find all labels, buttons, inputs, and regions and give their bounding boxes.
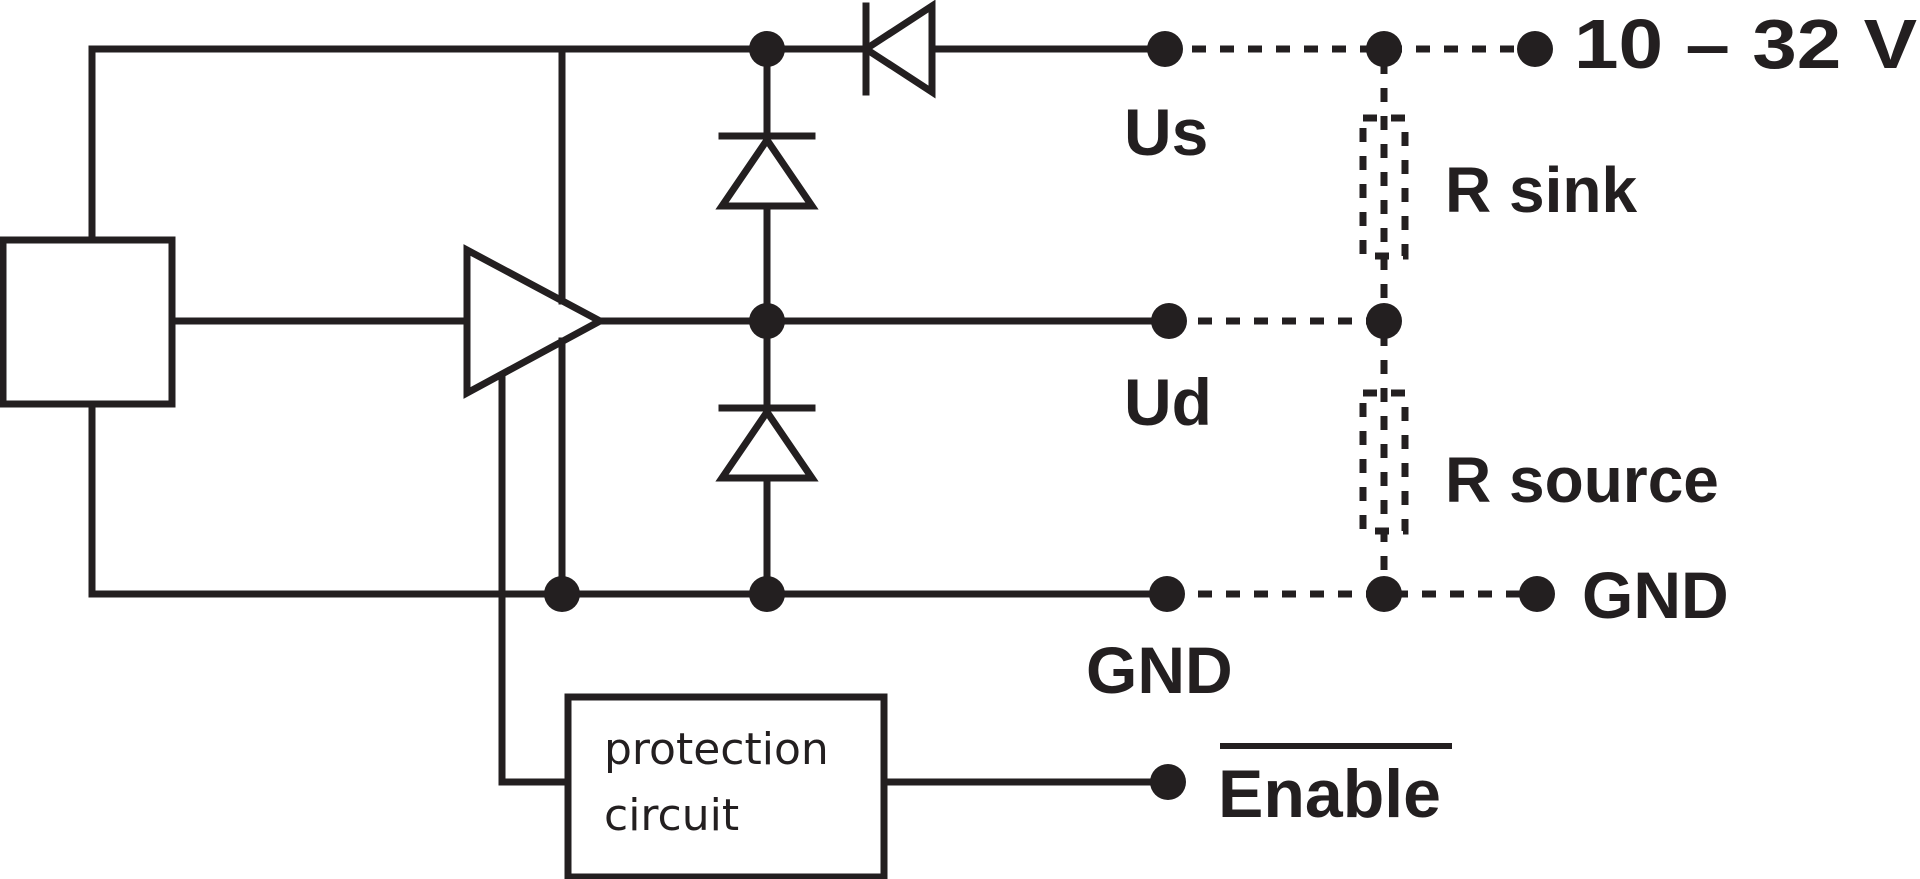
protection-label-line2: circuit	[604, 790, 739, 841]
protection-label-line1: protection	[604, 724, 829, 775]
junction-dot-ground-amplifier	[544, 576, 580, 612]
gnd-internal-label: GND	[1086, 633, 1233, 707]
r-source-label: R source	[1445, 444, 1719, 516]
top-rail-wire	[88, 45, 1159, 244]
sensor-block	[0, 236, 176, 408]
enable-label: Enable	[1218, 756, 1441, 832]
gnd-external-label: GND	[1582, 558, 1729, 632]
terminal-gnd	[1149, 576, 1185, 612]
gnd-terminal	[1519, 576, 1555, 612]
lower-clamp-diode	[715, 404, 819, 482]
supply-voltage-label: 10 – 32 V	[1574, 5, 1917, 83]
junction-dot-ground-diode	[749, 576, 785, 612]
ud-label: Ud	[1124, 365, 1212, 439]
ground-rail-wire	[88, 400, 1171, 598]
junction-dot-top-diode	[749, 31, 785, 67]
r-sink-label: R sink	[1445, 154, 1637, 226]
amplifier-enable-wire	[498, 372, 570, 786]
junction-dot-output-diode	[749, 303, 785, 339]
external-node-supply	[1366, 31, 1402, 67]
amplifier-triangle	[463, 244, 608, 399]
terminal-ud	[1151, 303, 1187, 339]
external-node-ground	[1366, 576, 1402, 612]
r-sink-resistor	[1359, 114, 1409, 260]
r-source-resistor	[1359, 389, 1409, 535]
terminal-us	[1147, 31, 1183, 67]
us-label: Us	[1124, 95, 1208, 169]
supply-terminal	[1517, 31, 1553, 67]
upper-clamp-diode	[715, 132, 819, 210]
reverse-polarity-diode	[859, 0, 936, 99]
external-node-output	[1366, 303, 1402, 339]
protection-circuit-box	[564, 693, 888, 879]
terminal-enable	[1150, 764, 1186, 800]
